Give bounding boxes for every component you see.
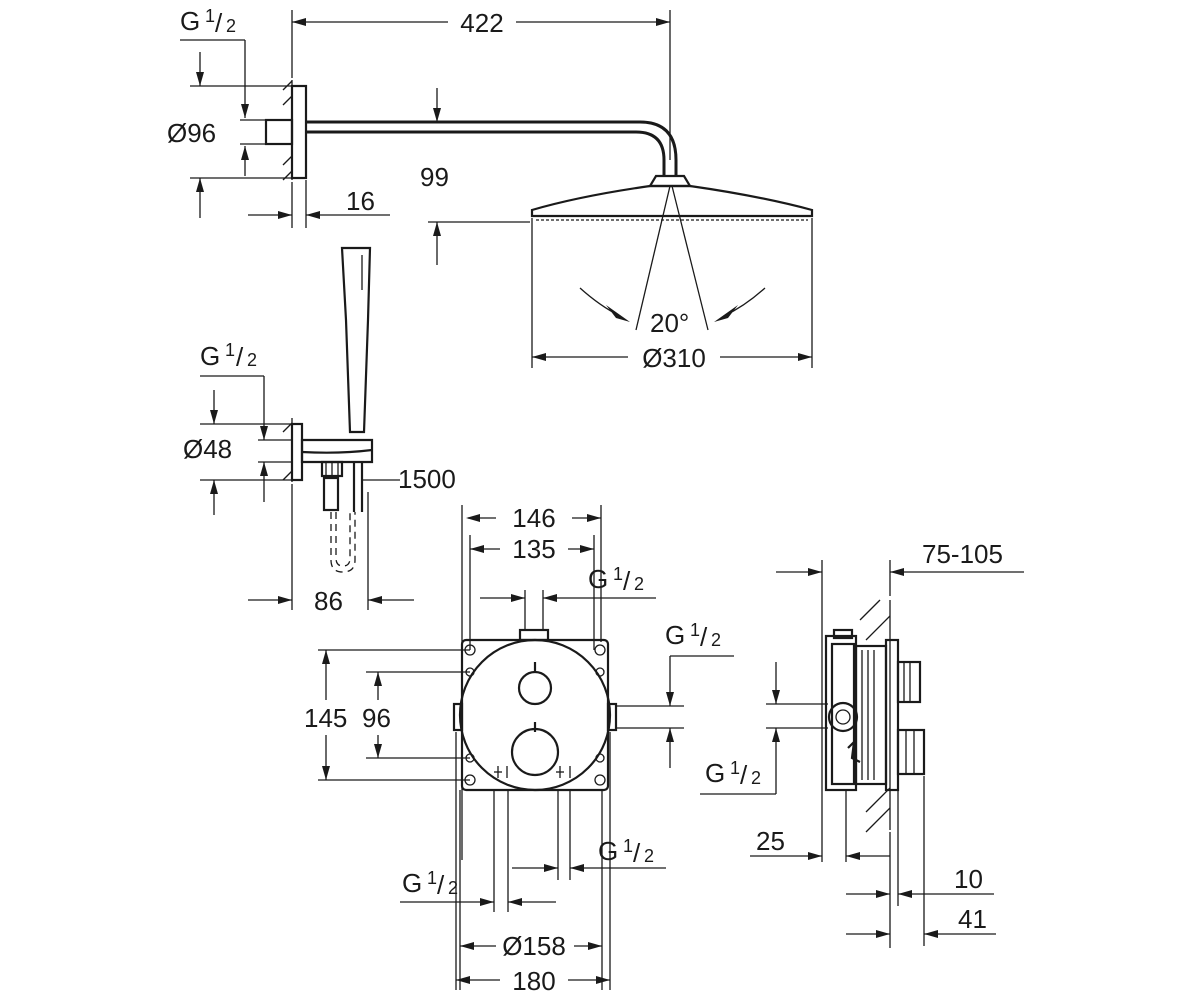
thread-label-outlet-left: G xyxy=(402,868,422,898)
svg-text:1: 1 xyxy=(225,340,235,360)
svg-text:2: 2 xyxy=(711,630,721,650)
thread-label-outlet-right: G xyxy=(598,836,618,866)
flange-diameter-label: Ø96 xyxy=(167,118,216,148)
thread-label-side: G xyxy=(705,758,725,788)
svg-text:1: 1 xyxy=(730,758,740,778)
svg-text:2: 2 xyxy=(448,878,458,898)
cover-width-label: 180 xyxy=(512,966,555,996)
flange-depth-label: 16 xyxy=(346,186,375,216)
svg-text:1: 1 xyxy=(205,6,215,26)
head-diameter-label: Ø310 xyxy=(642,343,706,373)
mixer-front-view: 146 135 G 1 / 2 G 1 / 2 xyxy=(304,503,734,996)
thread-label-inlet-right: G xyxy=(665,620,685,650)
svg-text:2: 2 xyxy=(634,574,644,594)
svg-text:/: / xyxy=(740,760,748,790)
cover-diameter-label: Ø158 xyxy=(502,931,566,961)
mixer-side-view: 75-105 G 1 / 2 25 10 41 xyxy=(700,539,1024,948)
box-width-inner-label: 135 xyxy=(512,534,555,564)
hose-length-label: 1500 xyxy=(398,464,456,494)
svg-text:1: 1 xyxy=(623,836,633,856)
depth-25-label: 25 xyxy=(756,826,785,856)
depth-41-label: 41 xyxy=(958,904,987,934)
svg-text:/: / xyxy=(215,8,223,38)
svg-text:1: 1 xyxy=(613,564,623,584)
svg-text:/: / xyxy=(700,622,708,652)
svg-text:/: / xyxy=(437,870,445,900)
holder-projection-label: 86 xyxy=(314,586,343,616)
depth-10-label: 10 xyxy=(954,864,983,894)
svg-text:2: 2 xyxy=(644,846,654,866)
thread-label-inlet-top: G xyxy=(588,564,608,594)
svg-text:/: / xyxy=(236,342,244,372)
svg-text:/: / xyxy=(623,566,631,596)
head-drop-label: 99 xyxy=(420,162,449,192)
box-height-inner-label: 96 xyxy=(362,703,391,733)
svg-text:2: 2 xyxy=(247,350,257,370)
hand-shower-view: G 1 / 2 Ø48 1500 86 xyxy=(183,246,456,616)
thread-label-holder: G xyxy=(200,341,220,371)
svg-text:2: 2 xyxy=(226,16,236,36)
svg-text:/: / xyxy=(633,838,641,868)
svg-text:1: 1 xyxy=(427,868,437,888)
svg-text:1: 1 xyxy=(690,620,700,640)
holder-diameter-label: Ø48 xyxy=(183,434,232,464)
box-height-outer-label: 145 xyxy=(304,703,347,733)
install-depth-label: 75-105 xyxy=(922,539,1003,569)
arm-length-label: 422 xyxy=(460,8,503,38)
svg-text:2: 2 xyxy=(751,768,761,788)
thread-label-top: G xyxy=(180,6,200,36)
box-width-outer-label: 146 xyxy=(512,503,555,533)
overhead-shower-view: 422 G 1 / 2 Ø96 16 99 xyxy=(167,6,814,373)
spray-angle-label: 20° xyxy=(650,308,689,338)
